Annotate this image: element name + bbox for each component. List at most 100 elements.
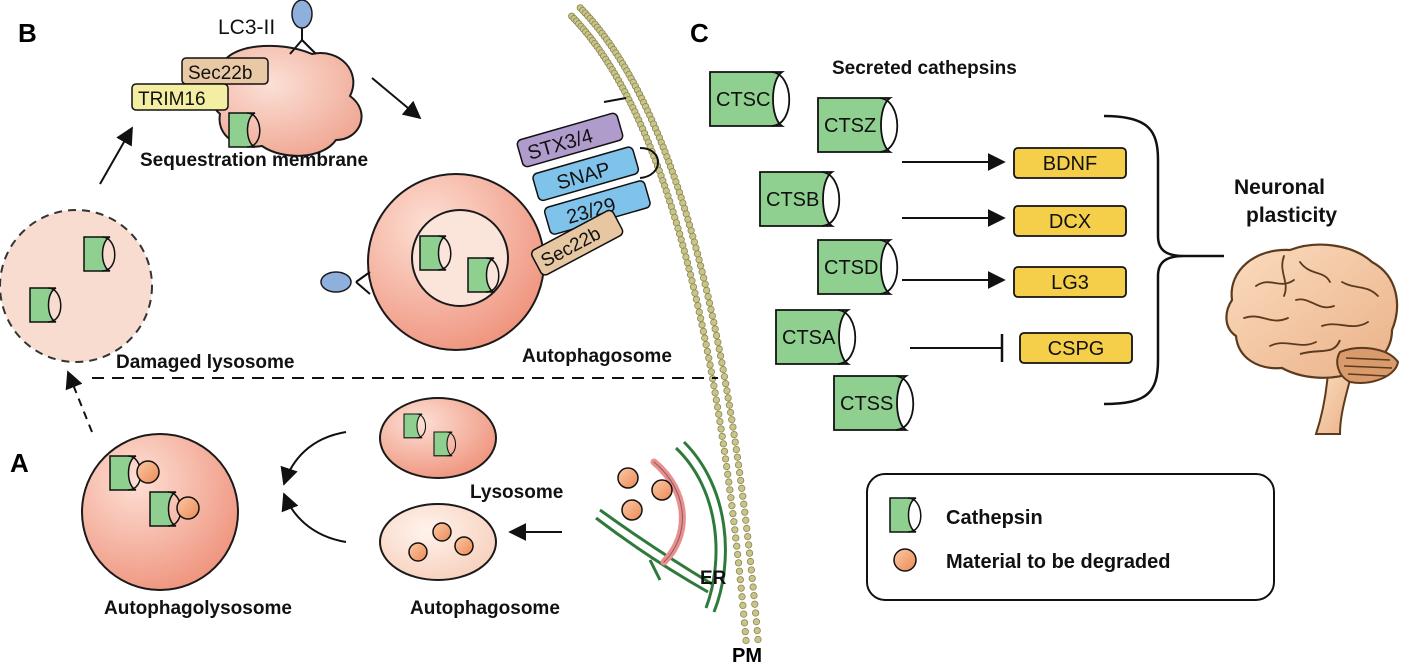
snap-box (532, 146, 640, 202)
er-label: ER (700, 568, 727, 589)
plasma-membrane (568, 4, 762, 645)
target-label-lg3: LG3 (1051, 272, 1089, 294)
membrane-bead (698, 321, 706, 329)
neuronal-plasticity-line2: plasticity (1246, 204, 1337, 227)
membrane-bead (719, 440, 727, 448)
membrane-bead (731, 526, 739, 534)
membrane-bead (753, 626, 761, 635)
membrane-bead (750, 591, 758, 600)
membrane-bead (695, 256, 703, 264)
brain-illustration (1225, 243, 1400, 435)
membrane-bead (738, 484, 746, 492)
membrane-bead (719, 366, 727, 374)
sec22b-snare-box (530, 209, 624, 276)
lc3-anchor (320, 271, 371, 295)
membrane-bead (699, 327, 708, 336)
cathepsin-icon (83, 236, 116, 272)
membrane-bead (732, 534, 740, 542)
autophagosome-label: Autophagosome (522, 346, 672, 367)
membrane-bead (729, 510, 737, 518)
target-label-cspg: CSPG (1048, 338, 1105, 360)
membrane-bead (739, 492, 747, 500)
membrane-bead (689, 283, 698, 291)
material-particle (432, 522, 452, 542)
membrane-bead (734, 559, 743, 567)
membrane-bead (734, 461, 743, 469)
membrane-bead (720, 447, 729, 455)
membrane-bead (722, 380, 730, 388)
inhibit-to-cspg (910, 334, 1004, 362)
membrane-bead (726, 486, 734, 494)
panel-label-a: A (10, 448, 29, 478)
membrane-bead (740, 500, 748, 508)
autophagolysosome-label: Autophagolysosome (104, 598, 292, 619)
membrane-bead (742, 516, 750, 524)
membrane-bead (686, 271, 695, 279)
membrane-bead (724, 470, 732, 478)
membrane-bead (741, 628, 749, 636)
cathepsin-cap (879, 239, 899, 295)
membrane-bead (707, 305, 715, 314)
cathepsin-body (759, 171, 835, 227)
cathepsin-label: CTSA (782, 327, 836, 349)
membrane-bead (706, 361, 714, 369)
membrane-bead (725, 478, 733, 486)
cathepsin-icon (403, 413, 427, 439)
lc3-ii-receptor (289, 0, 317, 55)
membrane-bead (740, 610, 748, 618)
membrane-bead (692, 295, 700, 303)
snare-complex: STX3/4 SNAP 23/29 Sec22b (516, 97, 659, 276)
secreted-cathepsins-title: Secreted cathepsins (832, 58, 1017, 79)
material-particle (621, 499, 643, 521)
material-particle (136, 460, 160, 484)
membrane-bead (721, 455, 730, 463)
cathepsin-ctsz: CTSZ (817, 97, 899, 153)
membrane-bead (704, 293, 712, 301)
cathepsin-icon (29, 287, 62, 323)
membrane-bead (739, 601, 747, 609)
membrane-bead (728, 416, 736, 424)
cathepsin-label: CTSS (840, 393, 893, 415)
membrane-bead (711, 325, 719, 333)
membrane-bead (740, 619, 749, 627)
membrane-bead (716, 352, 725, 360)
sec22b-label: Sec22b (188, 63, 252, 84)
cathepsin-ctsb: CTSB (759, 171, 841, 227)
target-box-bdnf (1013, 147, 1127, 179)
cathepsin-body (775, 309, 851, 365)
cathepsin-icon (889, 497, 922, 533)
membrane-bead (742, 636, 750, 645)
panel-label-c: C (690, 18, 709, 48)
material-particle (454, 536, 474, 556)
membrane-bead (737, 476, 745, 485)
membrane-bead (730, 518, 738, 526)
cathepsin-body (817, 97, 893, 153)
membrane-bead (716, 418, 724, 426)
cathepsin-icon (419, 235, 452, 271)
pm-label: PM (732, 645, 762, 667)
cathepsin-label: CTSZ (824, 115, 876, 137)
membrane-bead (714, 338, 722, 346)
cathepsin-body (833, 375, 909, 431)
sequestration-membrane-label: Sequestration membrane (140, 150, 368, 171)
autophagosome-small (379, 503, 497, 581)
lc3-ii-label: LC3-II (218, 16, 275, 39)
cathepsin-cap (821, 171, 841, 227)
membrane-bead (731, 438, 739, 446)
cathepsin-ctsc: CTSC (709, 71, 791, 127)
material-particle (617, 467, 639, 489)
autophagosome-small-label: Autophagosome (410, 598, 560, 619)
cathepsin-cap (837, 309, 857, 365)
membrane-bead (702, 341, 710, 349)
arrow-to-sequestration (99, 126, 133, 185)
arrow-to-autophagosome (371, 77, 422, 120)
cathepsin-ctsd: CTSD (817, 239, 899, 295)
membrane-bead (725, 401, 733, 409)
membrane-bead (694, 302, 702, 310)
dashed-arrow-up (65, 370, 93, 433)
cathepsin-icon (433, 431, 457, 457)
membrane-bead (744, 532, 752, 541)
membrane-bead (693, 250, 702, 258)
legend-material-label: Material to be degraded (946, 551, 1171, 573)
cathepsin-cap (895, 375, 915, 431)
